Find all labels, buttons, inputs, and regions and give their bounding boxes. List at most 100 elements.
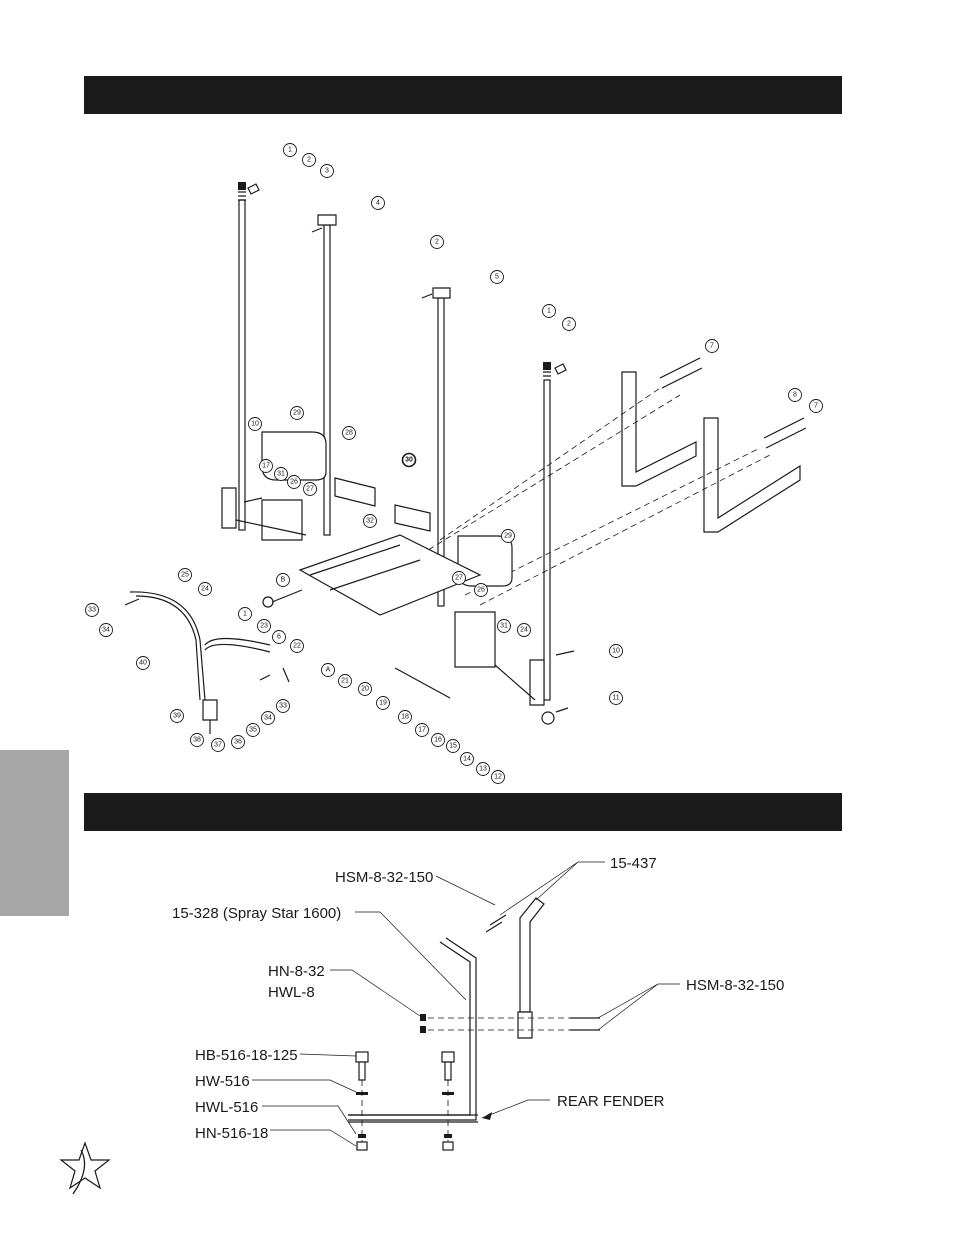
svg-text:20: 20 — [361, 686, 369, 693]
label-hn-516: HN-516-18 — [195, 1125, 268, 1142]
base-plate — [298, 534, 482, 616]
svg-text:7: 7 — [710, 343, 714, 350]
left-mount — [221, 487, 237, 529]
svg-text:16: 16 — [434, 737, 442, 744]
leader-hsm-top — [435, 875, 496, 906]
svg-text:4: 4 — [376, 200, 380, 207]
svg-text:8: 8 — [793, 392, 797, 399]
svg-text:37: 37 — [214, 742, 222, 749]
actuator-30a — [334, 477, 376, 507]
svg-text:32: 32 — [366, 518, 374, 525]
label-15-328: 15-328 (Spray Star 1600) — [172, 905, 341, 922]
svg-text:11: 11 — [612, 695, 619, 702]
label-hw-516: HW-516 — [195, 1073, 250, 1090]
svg-text:1: 1 — [547, 308, 551, 315]
svg-text:14: 14 — [463, 756, 471, 763]
lower-shaft — [394, 667, 451, 699]
clamp-38 — [202, 699, 218, 721]
pipe-40 — [129, 591, 206, 701]
rod-3 — [238, 199, 246, 531]
callouts: 1 2 3 4 2 5 1 2 7 8 7 29 28 10 17 31 26 … — [85, 143, 823, 784]
label-hwl-516: HWL-516 — [195, 1099, 258, 1116]
label-hb-516: HB-516-18-125 — [195, 1047, 298, 1064]
svg-text:25: 25 — [181, 572, 189, 579]
rod-4 — [323, 224, 331, 536]
svg-text:22: 22 — [293, 643, 301, 650]
pin-5 — [421, 293, 433, 299]
handle-15-328-inner — [348, 937, 477, 1121]
leader-15-437 — [499, 861, 605, 916]
svg-text:1: 1 — [288, 147, 292, 154]
cap-1b — [543, 362, 551, 370]
bolt-right — [441, 1051, 455, 1151]
leader-hw — [252, 1079, 357, 1093]
left-bracket — [261, 499, 303, 541]
svg-text:33: 33 — [88, 607, 96, 614]
fitting-11 — [555, 707, 569, 713]
handle-15-328 — [348, 941, 471, 1116]
svg-text:27: 27 — [306, 486, 314, 493]
label-hsm-right: HSM-8-32-150 — [686, 977, 784, 994]
bolts-7b — [763, 417, 807, 449]
svg-text:18: 18 — [401, 714, 409, 721]
grip-15-437 — [519, 897, 545, 1013]
svg-text:24: 24 — [520, 627, 528, 634]
svg-text:26: 26 — [477, 587, 485, 594]
pipe-35 — [204, 637, 271, 646]
svg-text:38: 38 — [193, 737, 201, 744]
leader-15-328 — [355, 911, 467, 1001]
actuator-30b — [394, 504, 431, 532]
spring-1b — [543, 371, 551, 377]
nut-b — [420, 1026, 426, 1033]
svg-text:28: 28 — [345, 430, 353, 437]
clamp-34a — [124, 598, 140, 606]
svg-text:B: B — [281, 577, 286, 584]
svg-text:23: 23 — [260, 623, 268, 630]
label-hn-8-32: HN-8-32 — [268, 963, 325, 980]
bracket-4 — [317, 214, 337, 226]
clamp-34b — [259, 674, 271, 681]
star-logo-icon — [59, 1141, 111, 1195]
svg-text:31: 31 — [500, 623, 508, 630]
svg-text:24: 24 — [201, 586, 209, 593]
bolt-33 — [282, 667, 290, 683]
right-mount — [529, 659, 545, 706]
fitting-10b — [243, 497, 263, 503]
top-section-bar — [84, 76, 842, 114]
rod-right — [543, 379, 551, 701]
label-hsm-top: HSM-8-32-150 — [335, 869, 433, 886]
nut-a — [420, 1014, 426, 1021]
leader-hsm-right — [597, 983, 680, 1031]
align-line-3 — [464, 447, 761, 596]
frame-arm-1 — [621, 371, 697, 487]
svg-text:39: 39 — [173, 713, 181, 720]
side-tab — [0, 750, 69, 916]
svg-text:34: 34 — [264, 715, 272, 722]
cap-1a — [238, 182, 246, 190]
svg-text:13: 13 — [479, 766, 487, 773]
svg-text:36: 36 — [234, 739, 242, 746]
svg-text:5: 5 — [495, 274, 499, 281]
svg-text:17: 17 — [262, 463, 270, 470]
svg-text:29: 29 — [504, 533, 512, 540]
fitting-10 — [555, 650, 575, 656]
bolt-left — [355, 1051, 369, 1151]
bolts-7a — [659, 357, 703, 389]
svg-text:1: 1 — [243, 611, 247, 618]
svg-text:A: A — [326, 667, 331, 674]
svg-text:29: 29 — [293, 410, 301, 417]
grip-base — [517, 1011, 533, 1039]
pin-4 — [311, 227, 323, 233]
svg-text:40: 40 — [139, 660, 147, 667]
svg-text:31: 31 — [277, 471, 285, 478]
align-line-1 — [439, 387, 661, 541]
svg-text:27: 27 — [455, 575, 463, 582]
svg-text:2: 2 — [435, 239, 439, 246]
clip-2a — [247, 183, 260, 195]
clip-2b — [554, 363, 567, 375]
right-bracket — [454, 611, 496, 668]
align-line-2 — [419, 394, 681, 556]
svg-text:33: 33 — [279, 703, 287, 710]
svg-text:30: 30 — [405, 457, 413, 464]
